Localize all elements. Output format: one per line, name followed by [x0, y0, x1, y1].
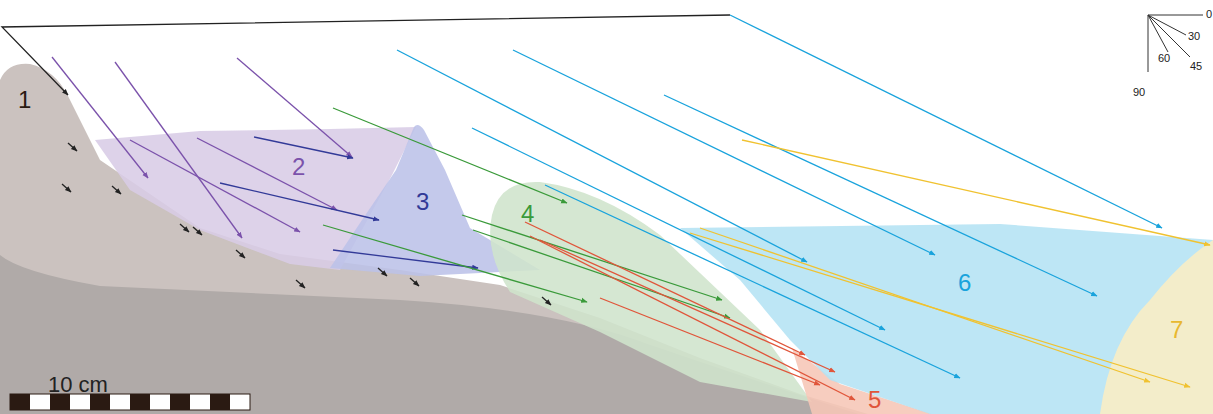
flow-arrow	[664, 95, 1097, 296]
flow-arrow	[237, 58, 352, 157]
flow-arrow	[112, 186, 121, 194]
flow-arrow	[410, 278, 419, 286]
region-number: 5	[868, 388, 881, 412]
region-number: 3	[416, 190, 429, 214]
flow-arrow	[115, 62, 242, 238]
region-number: 6	[958, 271, 971, 295]
scale-block	[210, 394, 230, 410]
scale-block	[10, 394, 30, 410]
flow-arrow	[180, 224, 189, 232]
flow-arrow	[220, 183, 379, 220]
region-number: 7	[1170, 318, 1183, 342]
flow-arrow	[333, 250, 478, 268]
flow-arrow	[600, 298, 820, 385]
scale-label: 10 cm	[48, 374, 108, 396]
flow-arrow	[462, 215, 722, 300]
angle-label: 0	[1206, 9, 1212, 20]
flow-arrow	[473, 230, 730, 318]
flow-arrow	[68, 143, 77, 151]
flow-arrow	[525, 222, 805, 355]
region-shape	[1098, 238, 1213, 414]
region-number: 1	[18, 88, 31, 112]
flow-arrow	[730, 15, 1162, 228]
flow-arrow	[540, 240, 835, 372]
flow-arrow	[690, 233, 1190, 387]
region: 7	[1098, 238, 1213, 414]
scale-block	[90, 394, 110, 410]
angle-label: 90	[1133, 87, 1145, 98]
flow-arrow	[130, 140, 300, 232]
flow-arrow	[2, 15, 730, 95]
scale-block	[130, 394, 150, 410]
angle-label: 60	[1158, 53, 1170, 64]
flow-arrow	[52, 57, 148, 178]
angle-label: 45	[1190, 61, 1202, 72]
flow-arrow	[397, 50, 807, 262]
flow-arrow	[513, 50, 935, 255]
flow-arrow	[197, 138, 337, 210]
flow-arrow	[323, 225, 587, 302]
flow-arrow	[378, 268, 387, 276]
angle-label: 30	[1188, 31, 1200, 42]
flow-arrow	[254, 137, 353, 158]
angle-indicator	[1148, 15, 1203, 72]
flow-arrow	[236, 250, 245, 258]
scale-block	[170, 394, 190, 410]
region-number: 4	[521, 202, 534, 226]
region-number: 2	[292, 155, 305, 179]
flow-arrow	[542, 297, 551, 305]
scale-bar	[10, 394, 250, 410]
scale-block	[50, 394, 70, 410]
flow-arrow	[545, 185, 960, 378]
flow-arrow	[296, 280, 305, 288]
flow-arrow	[530, 236, 855, 400]
flow-arrow	[333, 108, 567, 203]
flow-arrow	[193, 227, 202, 235]
flow-arrow	[742, 140, 1210, 245]
flow-arrow	[62, 184, 71, 192]
